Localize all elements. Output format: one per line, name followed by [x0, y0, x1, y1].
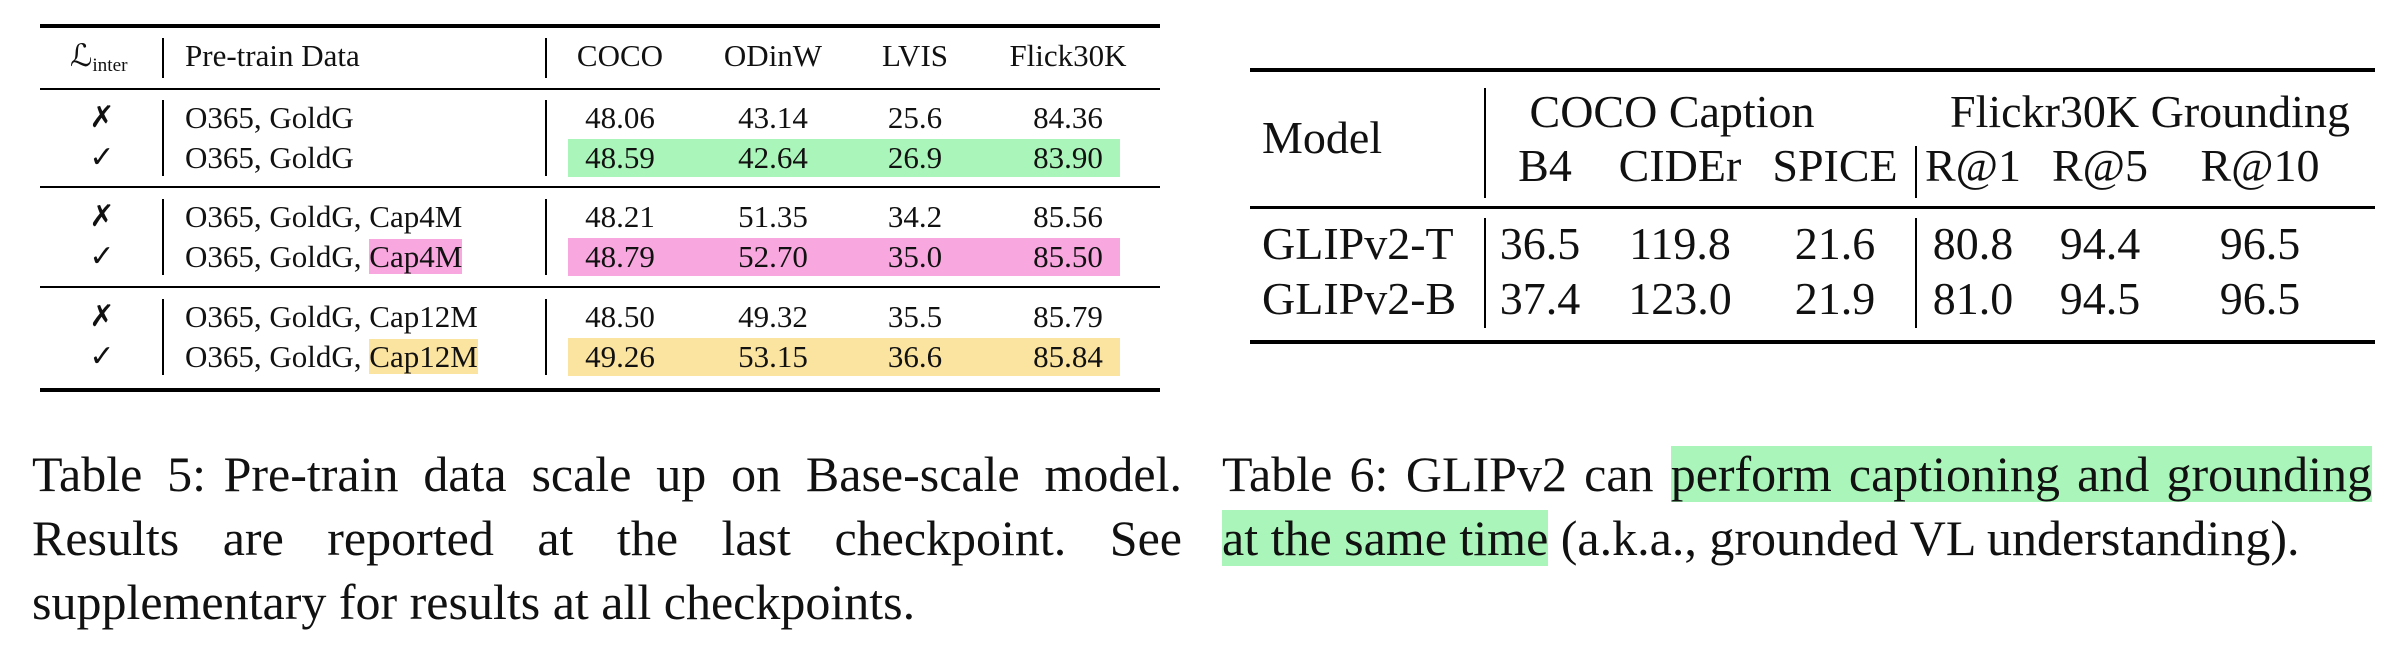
header-lvis: LVIS	[881, 38, 949, 73]
table-5-caption: Table 5:Pre-train data scale up on Base-…	[32, 442, 1182, 634]
table-6-top-rule	[1250, 68, 2375, 72]
r10-cell: 96.5	[2219, 218, 2301, 269]
header-loss-inter: ℒinter	[70, 38, 128, 76]
loss-mark-check: ✓	[89, 140, 115, 175]
b4-cell: 37.4	[1499, 273, 1581, 324]
r1-cell: 80.8	[1932, 218, 2014, 269]
table-5-vline	[545, 100, 547, 176]
header-odinw: ODinW	[723, 38, 823, 73]
r5-cell: 94.5	[2059, 273, 2141, 324]
coco-cell: 48.06	[585, 100, 655, 135]
lvis-cell: 25.6	[887, 100, 943, 135]
spice-cell: 21.9	[1794, 273, 1876, 324]
table-5-group-rule	[40, 186, 1160, 188]
coco-cell: 48.21	[585, 199, 655, 234]
table-5-top-rule	[40, 24, 1160, 28]
flick30k-cell: 83.90	[1033, 140, 1103, 175]
pretrain-data-cell: O365, GoldG, Cap12M	[185, 339, 478, 374]
lvis-cell: 26.9	[887, 140, 943, 175]
table-5-bottom-rule	[40, 388, 1160, 392]
header-flick30k: Flick30K	[1009, 38, 1127, 73]
header-r5: R@5	[2051, 140, 2149, 191]
loss-mark-cross: ✗	[89, 100, 115, 135]
model-cell: GLIPv2-B	[1262, 273, 1457, 324]
table-6-vline	[1915, 218, 1917, 328]
highlight-band-green	[568, 139, 1120, 177]
table-6-vline	[1484, 218, 1486, 328]
header-b4: B4	[1518, 140, 1572, 191]
table-5-header-rule	[40, 88, 1160, 90]
flick30k-cell: 85.56	[1033, 199, 1103, 234]
table-5-vline	[162, 199, 164, 275]
header-coco: COCO	[576, 38, 664, 73]
flick30k-cell: 85.50	[1033, 239, 1103, 274]
table-6-caption: Table 6:GLIPv2 can perform captioning an…	[1222, 442, 2372, 570]
header-flickr30k-grounding: Flickr30K Grounding	[1950, 86, 2350, 137]
r1-cell: 81.0	[1932, 273, 2014, 324]
pretrain-data-cell: O365, GoldG	[185, 140, 354, 175]
odinw-cell: 52.70	[738, 239, 808, 274]
odinw-cell: 51.35	[738, 199, 808, 234]
header-r10: R@10	[2200, 140, 2320, 191]
highlighted-data-label: Cap12M	[369, 339, 478, 374]
odinw-cell: 42.64	[738, 140, 808, 175]
table-6-header-rule	[1250, 206, 2375, 209]
table-5-vline	[545, 299, 547, 375]
loss-mark-check: ✓	[89, 239, 115, 274]
loss-mark-check: ✓	[89, 339, 115, 374]
header-pretrain-data: Pre-train Data	[185, 38, 360, 73]
flick30k-cell: 85.79	[1033, 299, 1103, 334]
table-6-caption-label: Table 6:	[1222, 446, 1389, 502]
header-model: Model	[1262, 112, 1383, 163]
pretrain-data-cell: O365, GoldG, Cap12M	[185, 299, 478, 334]
header-coco-caption: COCO Caption	[1529, 86, 1815, 137]
cider-cell: 119.8	[1629, 218, 1731, 269]
r5-cell: 94.4	[2059, 218, 2141, 269]
pretrain-data-cell: O365, GoldG, Cap4M	[185, 199, 463, 234]
loss-mark-cross: ✗	[89, 199, 115, 234]
b4-cell: 36.5	[1499, 218, 1581, 269]
coco-cell: 49.26	[585, 339, 655, 374]
table-5-vline	[162, 38, 164, 78]
table-6-vline	[1915, 146, 1917, 198]
cider-cell: 123.0	[1628, 273, 1732, 324]
header-cider: CIDEr	[1618, 140, 1742, 191]
table-6-bottom-rule	[1250, 340, 2375, 344]
table-5-caption-label: Table 5:	[32, 446, 207, 502]
flick30k-cell: 85.84	[1033, 339, 1103, 374]
highlight-band-pink	[568, 238, 1120, 276]
lvis-cell: 34.2	[887, 199, 943, 234]
table-5-group-rule	[40, 286, 1160, 288]
lvis-cell: 36.6	[887, 339, 943, 374]
coco-cell: 48.59	[585, 140, 655, 175]
header-r1: R@1	[1924, 140, 2022, 191]
table-6-caption-text: GLIPv2 can	[1405, 446, 1671, 502]
table-5-vline	[162, 299, 164, 375]
lvis-cell: 35.5	[887, 299, 943, 334]
coco-cell: 48.79	[585, 239, 655, 274]
pretrain-data-cell: O365, GoldG, Cap4M	[185, 239, 463, 274]
r10-cell: 96.5	[2219, 273, 2301, 324]
model-cell: GLIPv2-T	[1262, 218, 1454, 269]
table-6-caption-text-end: (a.k.a., grounded VL understanding).	[1548, 510, 2300, 566]
header-spice: SPICE	[1772, 140, 1898, 191]
table-6-vline	[1484, 88, 1486, 198]
table-5-caption-text: Pre-train data scale up on Base-scale mo…	[32, 446, 1182, 630]
lvis-cell: 35.0	[887, 239, 943, 274]
odinw-cell: 49.32	[738, 299, 808, 334]
highlight-band-yellow	[568, 338, 1120, 376]
odinw-cell: 53.15	[738, 339, 808, 374]
loss-mark-cross: ✗	[89, 299, 115, 334]
pretrain-data-cell: O365, GoldG	[185, 100, 354, 135]
table-5-vline	[162, 100, 164, 176]
coco-cell: 48.50	[585, 299, 655, 334]
table-5-vline	[545, 199, 547, 275]
odinw-cell: 43.14	[738, 100, 808, 135]
table-5-vline	[545, 38, 547, 78]
spice-cell: 21.6	[1794, 218, 1876, 269]
flick30k-cell: 84.36	[1033, 100, 1103, 135]
highlighted-data-label: Cap4M	[369, 239, 463, 274]
